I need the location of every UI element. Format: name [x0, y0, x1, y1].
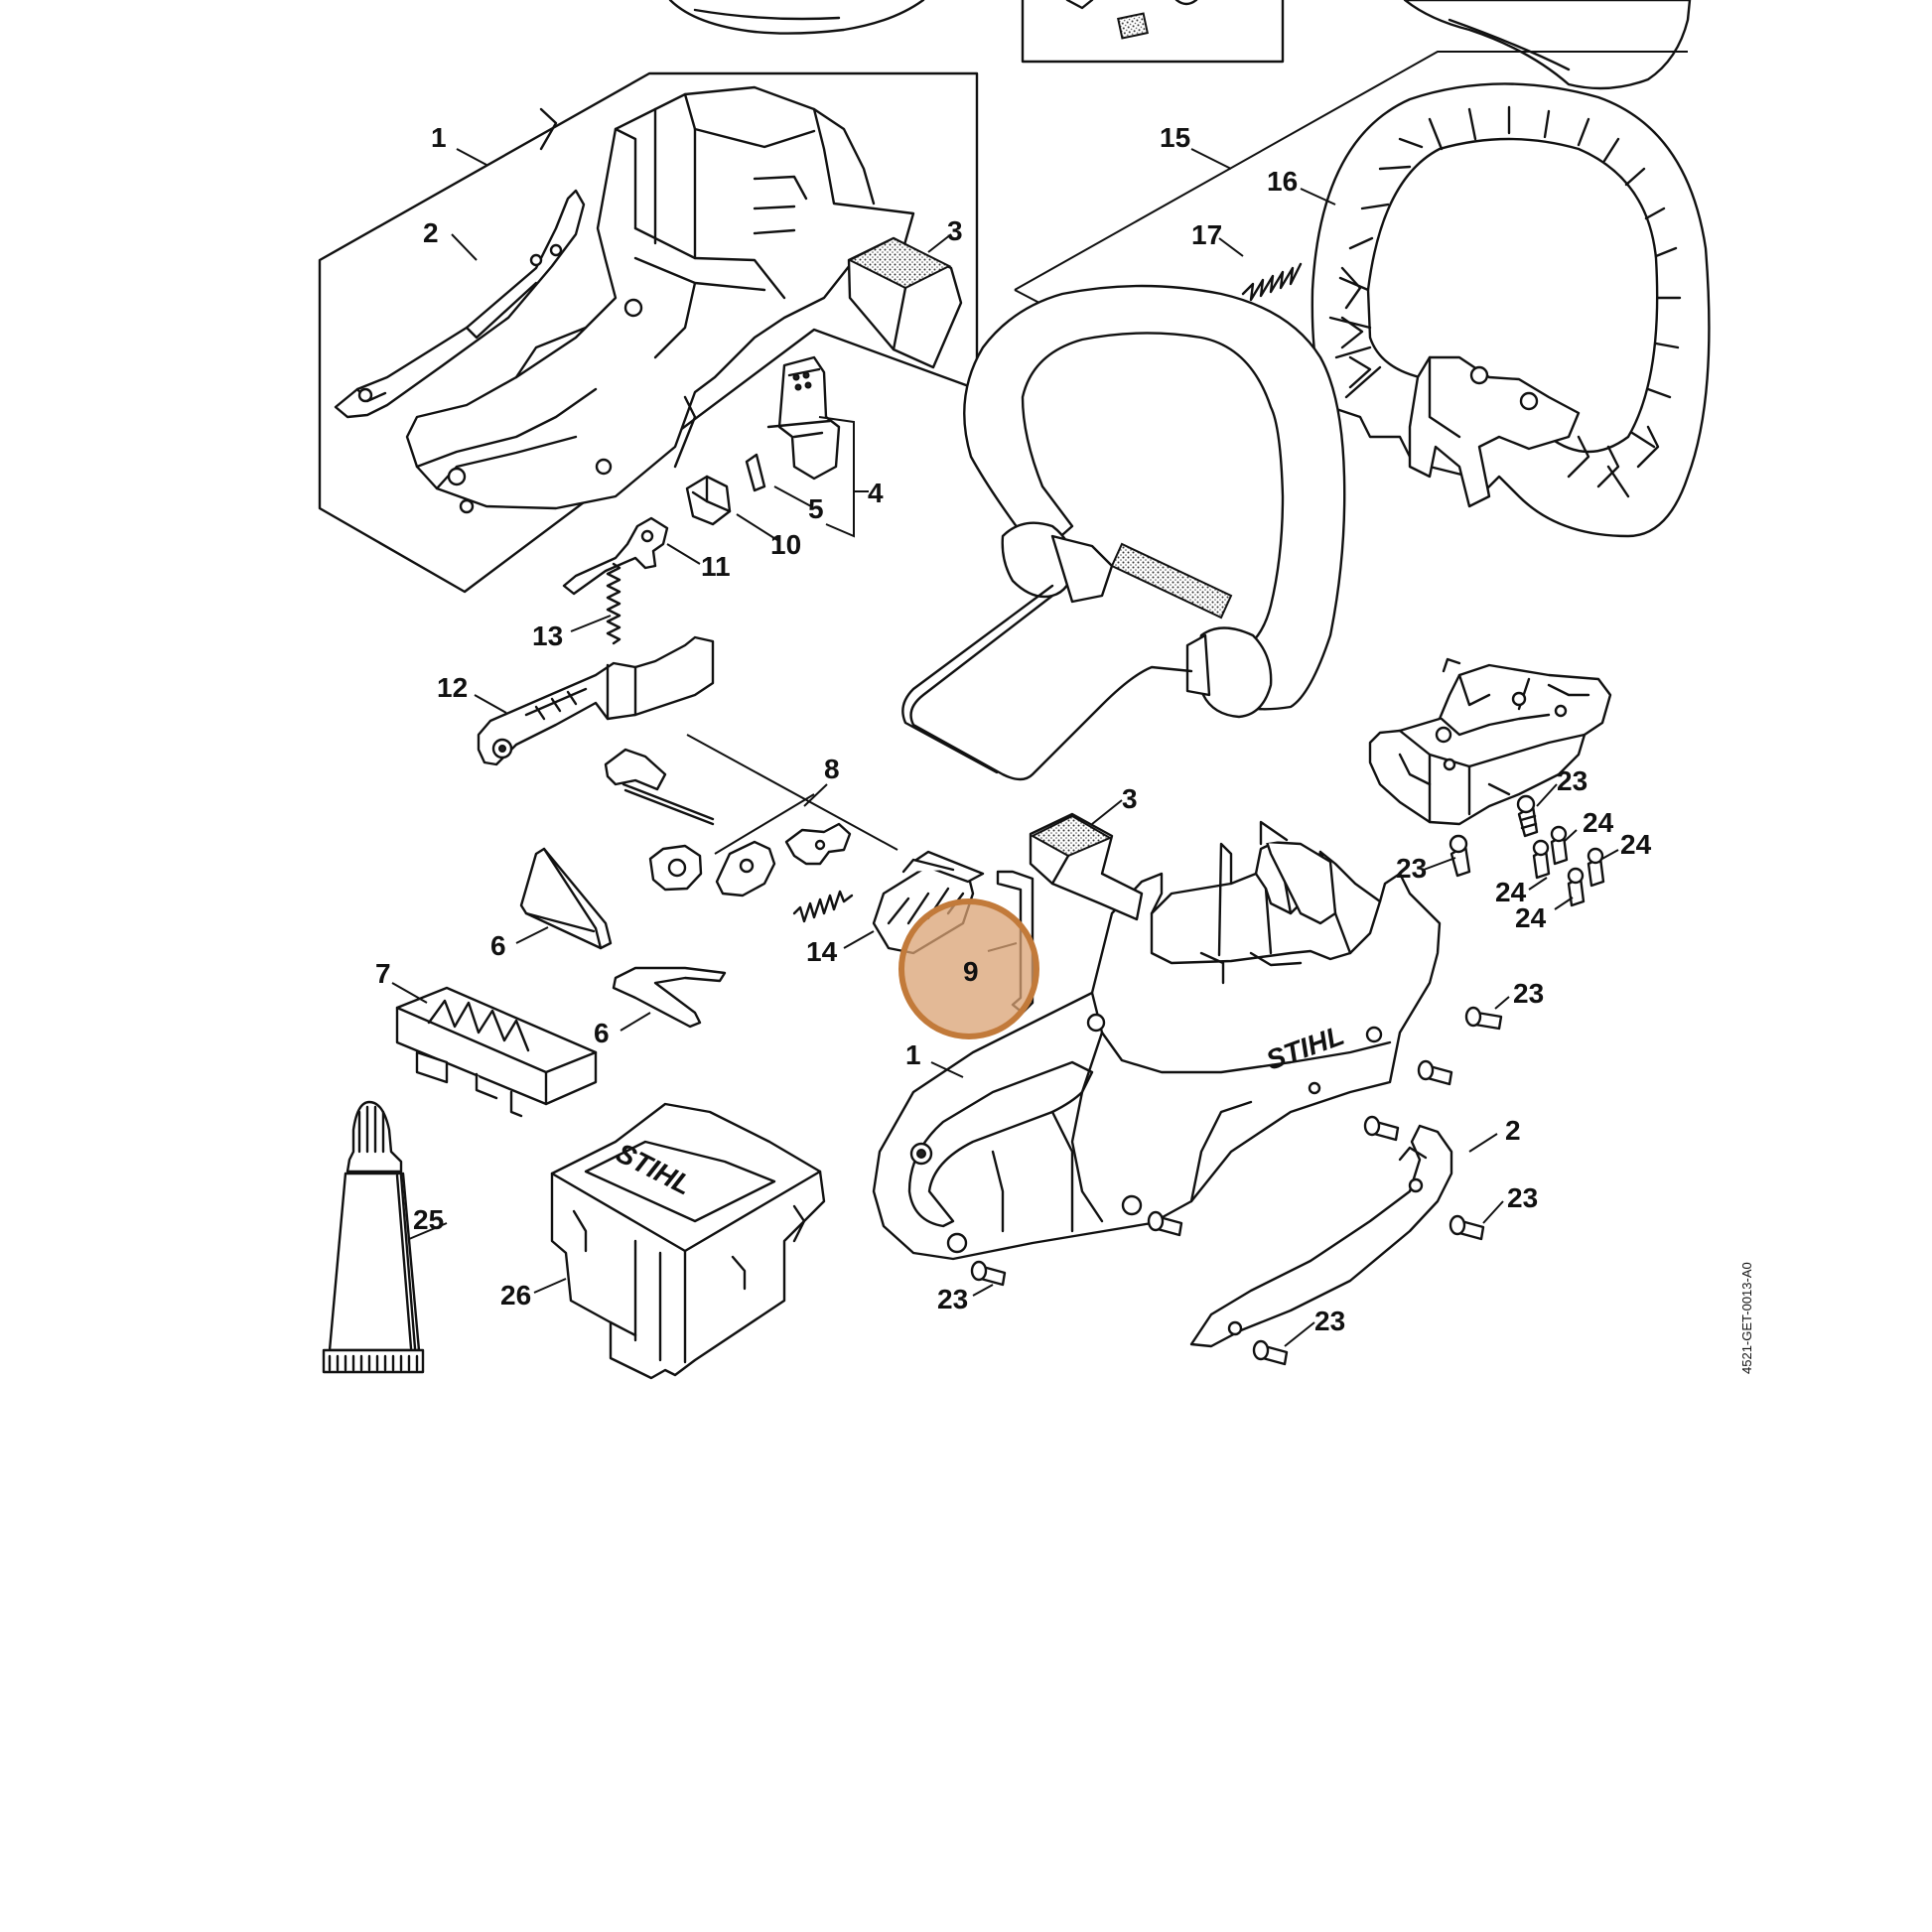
motor-carrier: [1368, 657, 1612, 826]
handle-housing-upper: [405, 85, 915, 514]
callout-23-c: 23: [1513, 978, 1544, 1009]
battery-box: [550, 1102, 826, 1380]
grease-tube: [322, 1100, 425, 1374]
kit-8-cam: [784, 822, 852, 866]
callout-5: 5: [808, 493, 824, 524]
screw-23-f: [1147, 1210, 1183, 1237]
spring-17: [1241, 262, 1303, 302]
drawing-code: 4521-GET-0013-A0: [1739, 1262, 1754, 1374]
screw-23-e: [1363, 1115, 1400, 1142]
callout-1-lower: 1: [905, 1039, 921, 1070]
strip-clip-lower: [612, 966, 727, 1029]
callout-4: 4: [868, 478, 884, 508]
callout-17: 17: [1191, 219, 1222, 250]
callout-14: 14: [806, 936, 838, 967]
callout-15: 15: [1160, 122, 1190, 153]
kit-8-gear-mid: [715, 840, 776, 897]
callout-24-b: 24: [1620, 829, 1652, 860]
callout-24-d: 24: [1515, 902, 1547, 933]
screw-23-b: [1449, 834, 1471, 878]
callout-3-lower: 3: [1122, 783, 1138, 814]
callout-13: 13: [532, 621, 563, 651]
kit-8-clip: [604, 748, 715, 826]
handle-housing-lower: [872, 820, 1442, 1261]
callout-7: 7: [375, 958, 391, 989]
callout-23-e: 23: [1314, 1306, 1345, 1336]
callout-23-b: 23: [1396, 853, 1427, 884]
strip-clip-upper: [519, 847, 613, 950]
kit-box-1-outline: [318, 71, 979, 594]
callout-10: 10: [770, 529, 801, 560]
callout-2-lower: 2: [1505, 1115, 1521, 1146]
callout-23-d: 23: [1507, 1182, 1538, 1213]
callout-26: 26: [500, 1280, 531, 1311]
callout-23-a: 23: [1557, 765, 1587, 796]
callout-2-upper: 2: [423, 217, 439, 248]
spring-14: [792, 890, 854, 923]
callout-25: 25: [413, 1204, 444, 1235]
callout-1-upper: 1: [431, 122, 447, 153]
top-kit-box-fragment: [1021, 0, 1285, 64]
screw-23-a: [1516, 794, 1539, 838]
screw-24-a: [1550, 825, 1569, 866]
callout-24-c: 24: [1495, 877, 1527, 907]
leader-lines: [391, 148, 1619, 1347]
screw-24-b: [1532, 839, 1551, 880]
callout-3-upper: 3: [947, 215, 963, 246]
kit-8-gear-left: [648, 844, 703, 892]
kit-8-bracket: [686, 734, 898, 855]
callout-6-lower: 6: [594, 1018, 610, 1048]
callout-16: 16: [1267, 166, 1298, 197]
callout-24-a: 24: [1583, 807, 1614, 838]
small-clip: [685, 475, 732, 526]
callout-23-f: 23: [937, 1284, 968, 1314]
callout-9: 9: [963, 956, 979, 987]
handle-cage: [1311, 82, 1711, 538]
callout-12: 12: [437, 672, 468, 703]
screw-23-d: [1417, 1059, 1453, 1086]
foam-pad-upper: [847, 236, 963, 369]
screw-23-c: [1464, 1006, 1503, 1031]
foam-pad-lower: [1029, 812, 1144, 921]
callout-8: 8: [824, 754, 840, 784]
screw-23-i: [1252, 1339, 1289, 1366]
side-strip-upper: [334, 189, 586, 419]
spring-13: [606, 562, 621, 645]
screw-24-c: [1587, 847, 1605, 888]
screw-24-d: [1567, 867, 1586, 907]
side-strip-lower: [1189, 1124, 1453, 1348]
connector-block: [395, 986, 598, 1118]
callout-6-upper: 6: [490, 930, 506, 961]
trigger-lever: [477, 635, 715, 766]
front-handle: [901, 284, 1346, 781]
callout-labels: 1 2 3 4 5 10 11 13 12 8 6 6 7 14 9 1 3 1…: [375, 122, 1652, 1336]
top-right-part-fragment: [1403, 0, 1692, 90]
highlight-marker: [898, 898, 1039, 1039]
top-left-part-fragment: [668, 0, 925, 35]
screw-23-h: [970, 1260, 1007, 1287]
screw-23-g: [1449, 1214, 1485, 1241]
switch-lever: [745, 355, 855, 538]
callout-11: 11: [701, 551, 731, 582]
